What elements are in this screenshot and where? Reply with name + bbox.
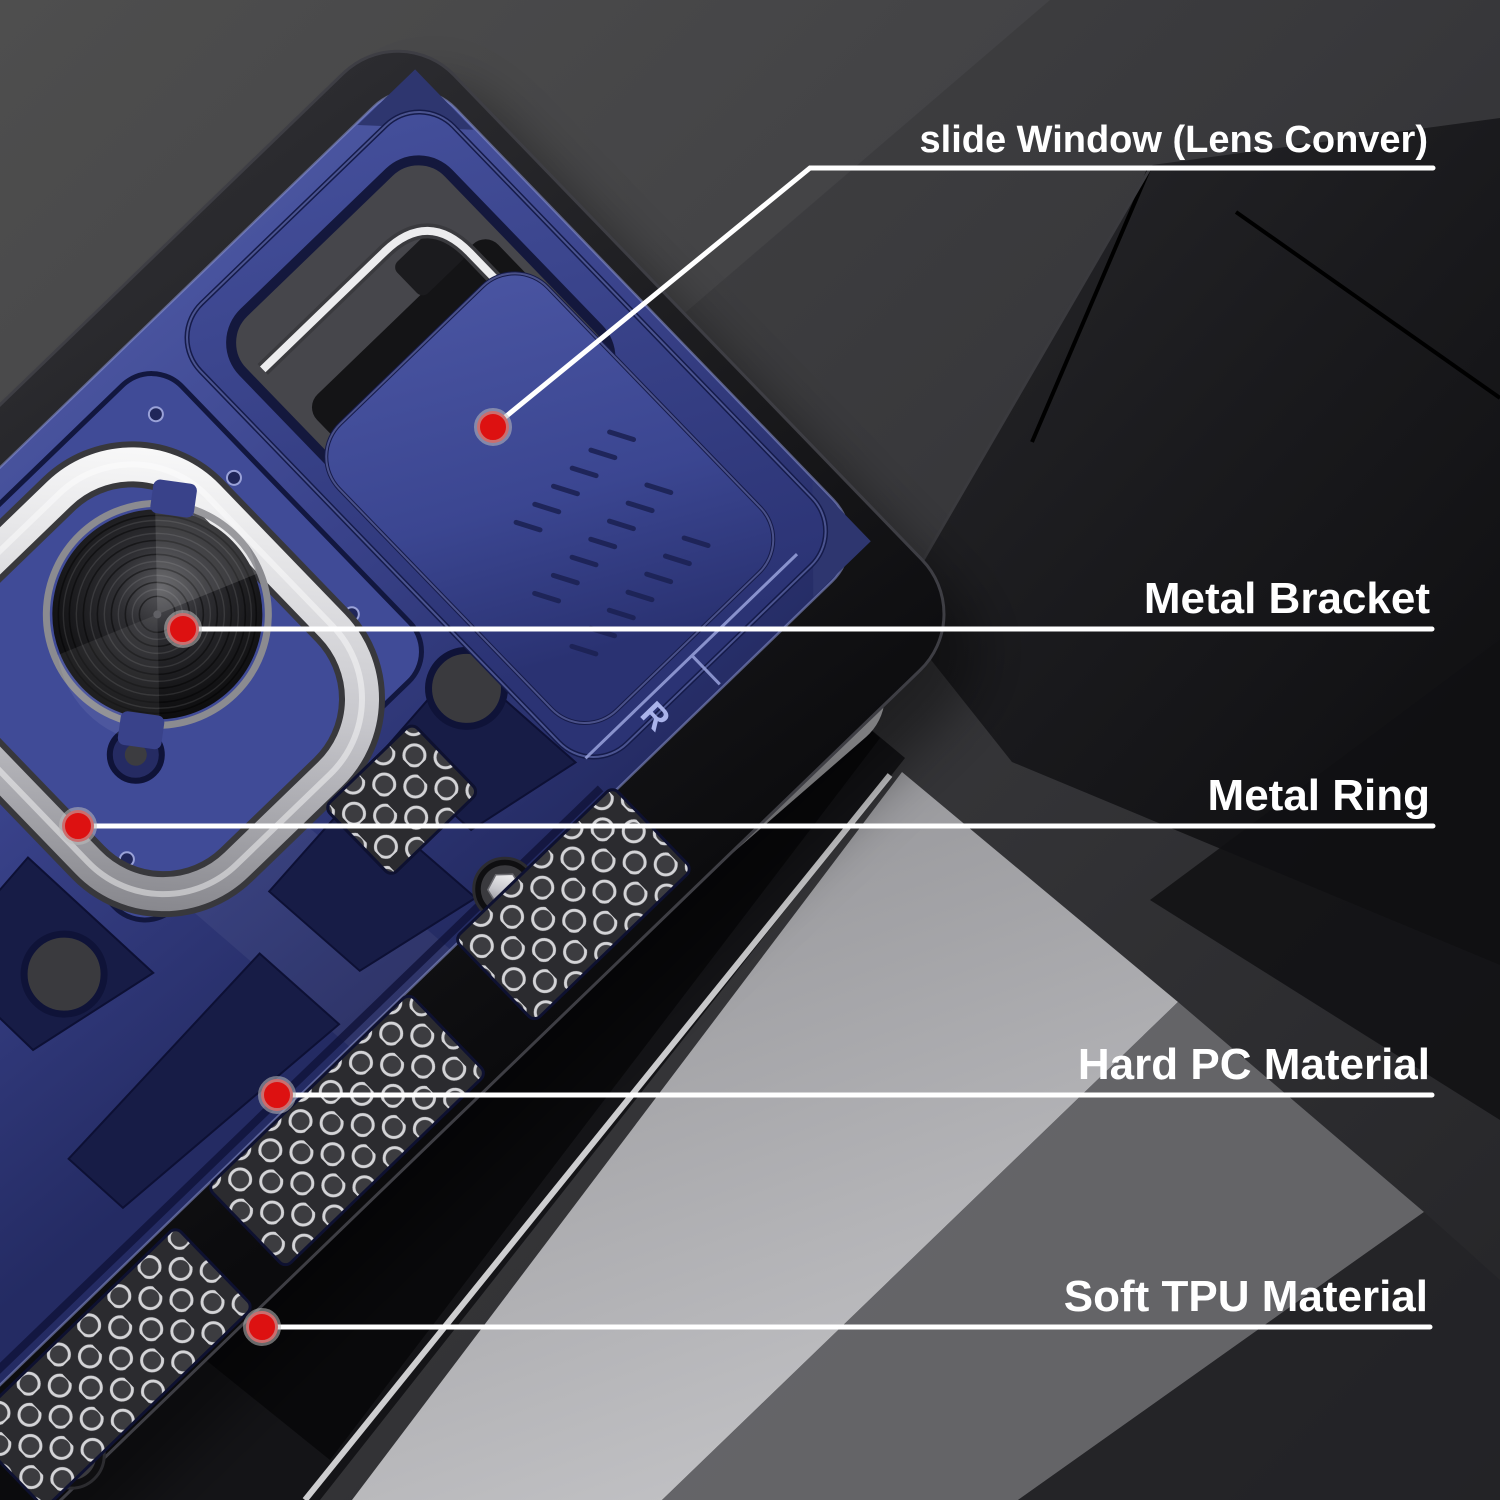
slide-cover-grip-hatches — [513, 429, 711, 657]
callout-metal-bracket-label: Metal Bracket — [1144, 574, 1430, 623]
callouts: slide Window (Lens Conver) Metal Bracket… — [59, 119, 1436, 1346]
disc-notch-tab — [117, 711, 165, 750]
callout-hard-pc-label: Hard PC Material — [1078, 1040, 1430, 1089]
callout-slide-window-line — [490, 165, 1436, 430]
honeycomb-mesh-patches — [0, 724, 691, 1500]
backdrop-bands — [352, 772, 1500, 1500]
callout-soft-tpu: Soft TPU Material — [243, 1272, 1433, 1346]
callout-metal-ring-dot — [59, 807, 97, 845]
honeycomb-patch — [326, 724, 478, 875]
callout-metal-ring: Metal Ring — [59, 771, 1436, 845]
callout-soft-tpu-label: Soft TPU Material — [1064, 1272, 1428, 1321]
callout-soft-tpu-dot — [243, 1308, 281, 1346]
honeycomb-patch — [209, 994, 485, 1267]
band-light — [352, 772, 1178, 1500]
band-mid — [662, 1002, 1424, 1500]
slide-cover — [324, 271, 776, 726]
callout-metal-bracket-dot — [164, 610, 202, 648]
disc-notch-tab — [150, 479, 197, 518]
callout-metal-bracket: Metal Bracket — [164, 574, 1435, 648]
phone-edge-line — [302, 773, 893, 1500]
callout-slide-window-dot — [474, 408, 512, 446]
callout-metal-ring-label: Metal Ring — [1208, 771, 1430, 820]
disc-shine — [154, 484, 258, 615]
disc-center — [153, 610, 162, 619]
disc-shine — [57, 614, 161, 744]
box-edge-highlight — [891, 164, 1154, 613]
box-seam — [1234, 210, 1500, 400]
retail-box — [891, 118, 1500, 1120]
hub-pivot-center — [124, 743, 147, 766]
metal-ring — [0, 441, 386, 918]
band-dark-corner — [1018, 1212, 1500, 1500]
tpu-edge-highlight — [0, 49, 946, 1500]
callout-hard-pc: Hard PC Material — [258, 1040, 1435, 1114]
callout-slide-window-label: slide Window (Lens Conver) — [920, 119, 1428, 161]
callout-hard-pc-dot — [258, 1076, 296, 1114]
marking-track — [584, 553, 799, 760]
metal-bracket-disc — [42, 479, 272, 750]
pc-corner-cap — [357, 69, 474, 130]
box-right-face — [1150, 640, 1500, 1120]
honeycomb-patch — [0, 1228, 252, 1500]
callout-slide-window: slide Window (Lens Conver) — [474, 119, 1436, 446]
box-seam — [1030, 166, 1152, 443]
pc-corner-cap — [812, 480, 871, 597]
